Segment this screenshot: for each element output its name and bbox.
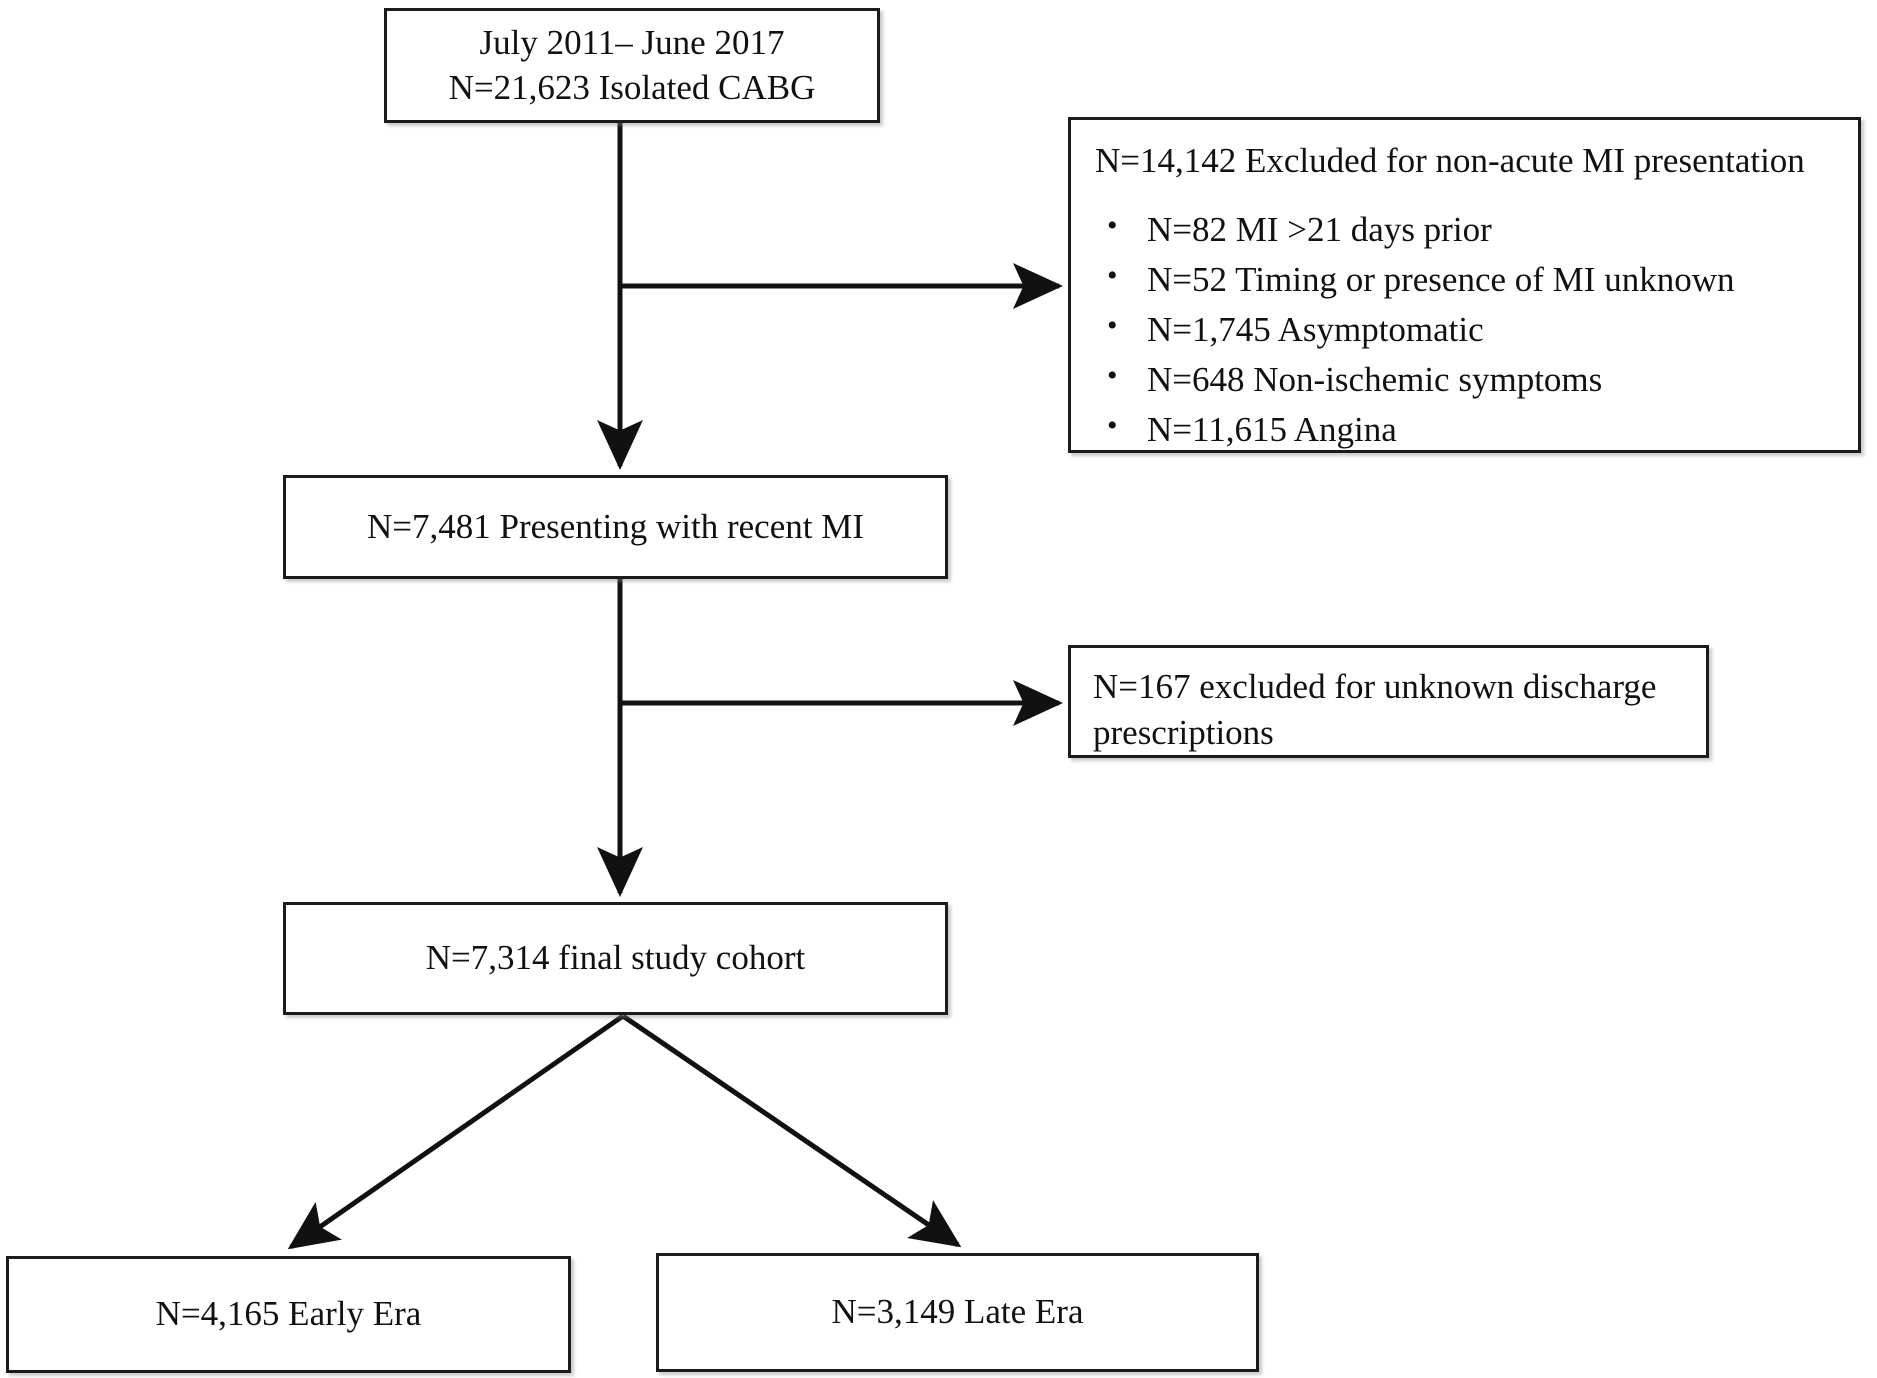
node-excluded-nonacute-list: • N=82 MI >21 days prior • N=52 Timing o…: [1071, 208, 1858, 452]
list-item-label: N=52 Timing or presence of MI unknown: [1147, 260, 1735, 300]
node-final-cohort-text: N=7,314 final study cohort: [286, 936, 945, 981]
node-final-cohort-line-1: N=7,314 final study cohort: [425, 938, 806, 978]
node-cohort-start: July 2011– June 2017 N=21,623 Isolated C…: [384, 8, 880, 123]
list-item-label: N=1,745 Asymptomatic: [1147, 310, 1484, 350]
node-early-era-line-1: N=4,165 Early Era: [155, 1294, 422, 1334]
bullet-icon: •: [1107, 309, 1118, 343]
node-recent-mi: N=7,481 Presenting with recent MI: [283, 475, 948, 579]
list-item: • N=82 MI >21 days prior: [1101, 208, 1858, 252]
bullet-icon: •: [1107, 409, 1118, 443]
node-early-era: N=4,165 Early Era: [6, 1256, 571, 1373]
list-item: • N=1,745 Asymptomatic: [1101, 308, 1858, 352]
list-item: • N=11,615 Angina: [1101, 408, 1858, 452]
node-final-cohort: N=7,314 final study cohort: [283, 902, 948, 1015]
list-item-label: N=11,615 Angina: [1147, 410, 1397, 450]
node-excluded-rx-text: N=167 excluded for unknown discharge pre…: [1071, 664, 1706, 755]
node-excluded-rx-line-2: prescriptions: [1093, 712, 1274, 752]
list-item-label: N=648 Non-ischemic symptoms: [1147, 360, 1603, 400]
bullet-icon: •: [1107, 259, 1118, 293]
node-late-era-text: N=3,149 Late Era: [659, 1290, 1256, 1335]
node-late-era: N=3,149 Late Era: [656, 1253, 1259, 1372]
node-excluded-nonacute: N=14,142 Excluded for non-acute MI prese…: [1068, 117, 1861, 453]
list-item: • N=52 Timing or presence of MI unknown: [1101, 258, 1858, 302]
node-cohort-start-line-1: July 2011– June 2017: [479, 22, 785, 62]
node-early-era-text: N=4,165 Early Era: [9, 1292, 568, 1337]
node-cohort-start-text: July 2011– June 2017 N=21,623 Isolated C…: [387, 21, 877, 111]
node-recent-mi-text: N=7,481 Presenting with recent MI: [286, 505, 945, 550]
node-excluded-rx-line-1: N=167 excluded for unknown discharge: [1093, 667, 1657, 706]
connector-final-cohort-to-early-era: [287, 1013, 625, 1250]
list-item-label: N=82 MI >21 days prior: [1147, 210, 1492, 249]
list-item: • N=648 Non-ischemic symptoms: [1101, 358, 1858, 402]
node-excluded-rx: N=167 excluded for unknown discharge pre…: [1068, 645, 1709, 758]
bullet-icon: •: [1107, 359, 1118, 393]
node-cohort-start-line-2: N=21,623 Isolated CABG: [448, 67, 816, 107]
node-excluded-nonacute-title: N=14,142 Excluded for non-acute MI prese…: [1095, 141, 1805, 180]
node-recent-mi-line-1: N=7,481 Presenting with recent MI: [366, 506, 864, 546]
node-late-era-line-1: N=3,149 Late Era: [831, 1292, 1084, 1332]
bullet-icon: •: [1107, 209, 1118, 242]
connector-final-cohort-to-late-era: [621, 1013, 962, 1248]
